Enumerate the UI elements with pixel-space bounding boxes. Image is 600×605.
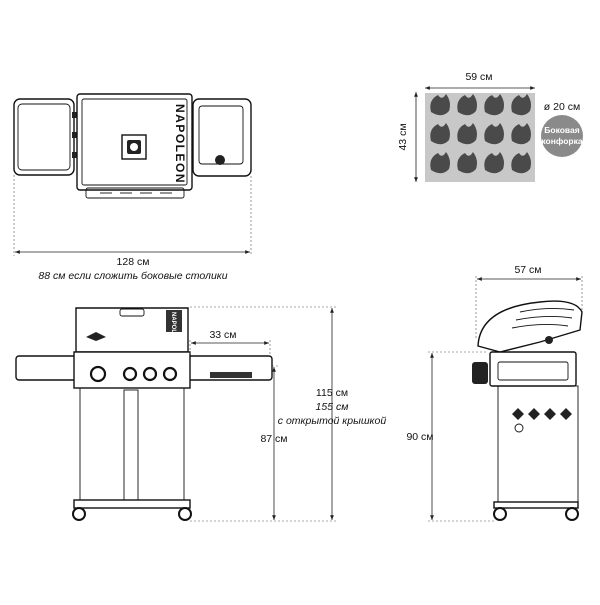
control-knob-icon	[142, 366, 158, 382]
side-cart	[497, 385, 579, 503]
left-side-table	[13, 98, 75, 176]
side-burner-lid-top	[192, 98, 252, 177]
front-left-table	[15, 355, 77, 381]
steak-icon	[430, 152, 450, 174]
steak-icon	[511, 123, 531, 145]
lid-vents	[511, 307, 575, 329]
control-knob-icon	[122, 366, 138, 382]
side-wheel-right-icon	[565, 507, 579, 521]
steak-icon	[511, 152, 531, 174]
side-tank-gauge-icon	[514, 423, 524, 433]
side-depth-label: 57 см	[514, 264, 541, 276]
side-burner-label-line1: Боковая	[544, 125, 579, 135]
folded-width-label: 88 см если сложить боковые столики	[38, 270, 227, 282]
side-burner-housing	[497, 361, 569, 381]
work-height-label: 87 см	[260, 433, 287, 445]
open-height-note: с открытой крышкой	[278, 415, 387, 427]
open-height-label: 155 см	[316, 401, 349, 413]
side-base	[493, 501, 579, 509]
side-firebox	[489, 351, 577, 387]
steak-icon	[457, 152, 477, 174]
cooking-depth-label: 43 см	[397, 123, 409, 150]
side-table-label: 33 см	[209, 329, 236, 341]
brand-logo-top: NAPOLEON	[173, 104, 187, 184]
side-height-label: 90 см	[406, 431, 433, 443]
side-handle-icon	[545, 336, 553, 344]
steak-icon	[457, 123, 477, 145]
top-width-label: 128 см	[117, 256, 150, 268]
burner-diameter-label: ø 20 см	[544, 101, 580, 113]
front-panel-top	[85, 187, 185, 199]
main-lid-inner	[81, 98, 188, 186]
steak-icon	[457, 94, 477, 116]
steak-icon	[430, 94, 450, 116]
knob-group	[89, 365, 178, 383]
side-vent-pattern	[512, 408, 572, 420]
side-burner-label-line2: конфорка	[541, 136, 582, 146]
cart-door-center	[123, 389, 139, 503]
control-knob-icon	[89, 365, 107, 383]
lid-handle	[119, 308, 145, 317]
steak-icon	[430, 123, 450, 145]
closed-height-label: 115 см	[316, 387, 348, 399]
side-view: 57 см 90 см	[406, 264, 583, 522]
left-hinges	[72, 112, 78, 158]
top-view: NAPOLEON 128 см 88 см если сложить боков…	[13, 93, 252, 282]
side-burner-knob-icon	[215, 155, 225, 165]
steak-icon	[484, 152, 504, 174]
steak-icon	[511, 94, 531, 116]
wheel-left-icon	[72, 507, 86, 521]
cart-frame	[79, 387, 185, 505]
side-knob-icon	[472, 362, 488, 384]
side-burner-knob-strip	[210, 372, 252, 378]
side-burner-badge	[541, 115, 583, 157]
logo-badge-icon	[86, 332, 106, 341]
side-wheel-left-icon	[493, 507, 507, 521]
cooking-width-label: 59 см	[465, 71, 492, 83]
side-lid	[477, 300, 583, 353]
steak-grid	[430, 94, 531, 174]
cart-base	[73, 499, 191, 509]
steak-icon	[484, 123, 504, 145]
steak-icon	[484, 94, 504, 116]
front-brand-panel	[166, 310, 182, 332]
wheel-right-icon	[178, 507, 192, 521]
left-side-table-inner	[17, 103, 71, 171]
brand-logo-front: NAPOLEON	[170, 312, 176, 346]
control-knob-icon	[162, 366, 178, 382]
cooking-area: 59 см 43 см ø 20 см Боковая конфорка	[397, 71, 583, 182]
front-view: NAPOLEON 33 см 115 см 155 см с открытой …	[15, 306, 387, 522]
